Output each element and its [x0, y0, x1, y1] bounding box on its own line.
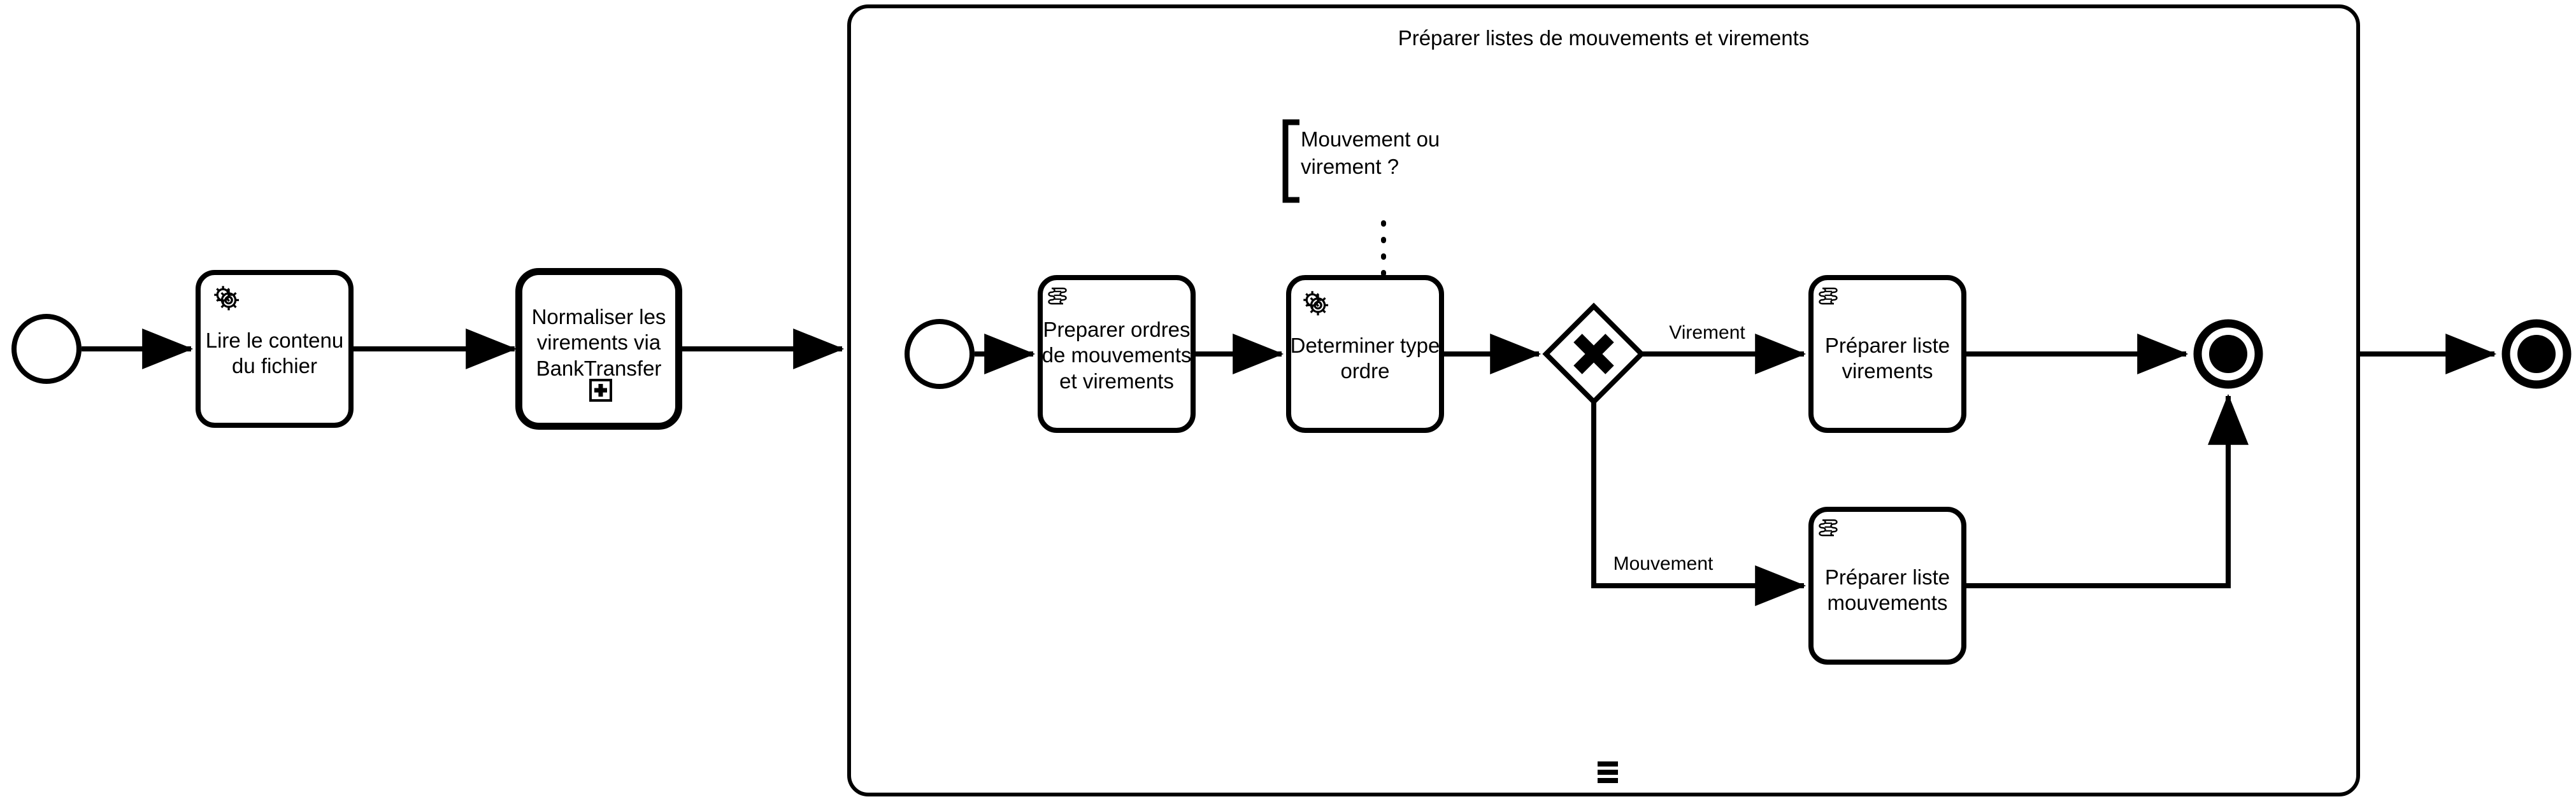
task-preparer-liste-virements[interactable] [1808, 275, 1966, 433]
task-preparer-ordres-de-mouvements-et-virements[interactable] [1038, 275, 1196, 433]
flow-mouvements-to-endsub [1964, 393, 2249, 588]
task-determiner-type-ordre[interactable] [1286, 275, 1444, 433]
script-task-scroll-icon [1819, 287, 1838, 305]
parallel-multi-instance-marker-icon [1598, 761, 1618, 783]
end-event-subprocess[interactable] [2193, 319, 2263, 389]
subprocess-container[interactable] [847, 4, 2360, 796]
task-lire-le-contenu-du-fichier[interactable] [196, 270, 354, 428]
start-event-main[interactable] [11, 314, 82, 384]
exclusive-gateway-type-ordre[interactable] [1542, 302, 1645, 406]
flow-gateway-to-mouvements [1591, 402, 1807, 606]
script-task-scroll-icon [1048, 287, 1067, 305]
service-task-gears-icon [214, 286, 240, 311]
start-event-subprocess[interactable] [905, 319, 975, 389]
task-preparer-liste-mouvements[interactable] [1808, 507, 1966, 665]
collapsed-subprocess-plus-icon [589, 379, 612, 402]
end-event-main[interactable] [2501, 319, 2572, 389]
call-activity-inner-fill [522, 275, 675, 423]
service-task-gears-icon [1303, 291, 1329, 316]
script-task-scroll-icon [1819, 519, 1838, 537]
text-annotation-bracket [1282, 119, 1299, 203]
